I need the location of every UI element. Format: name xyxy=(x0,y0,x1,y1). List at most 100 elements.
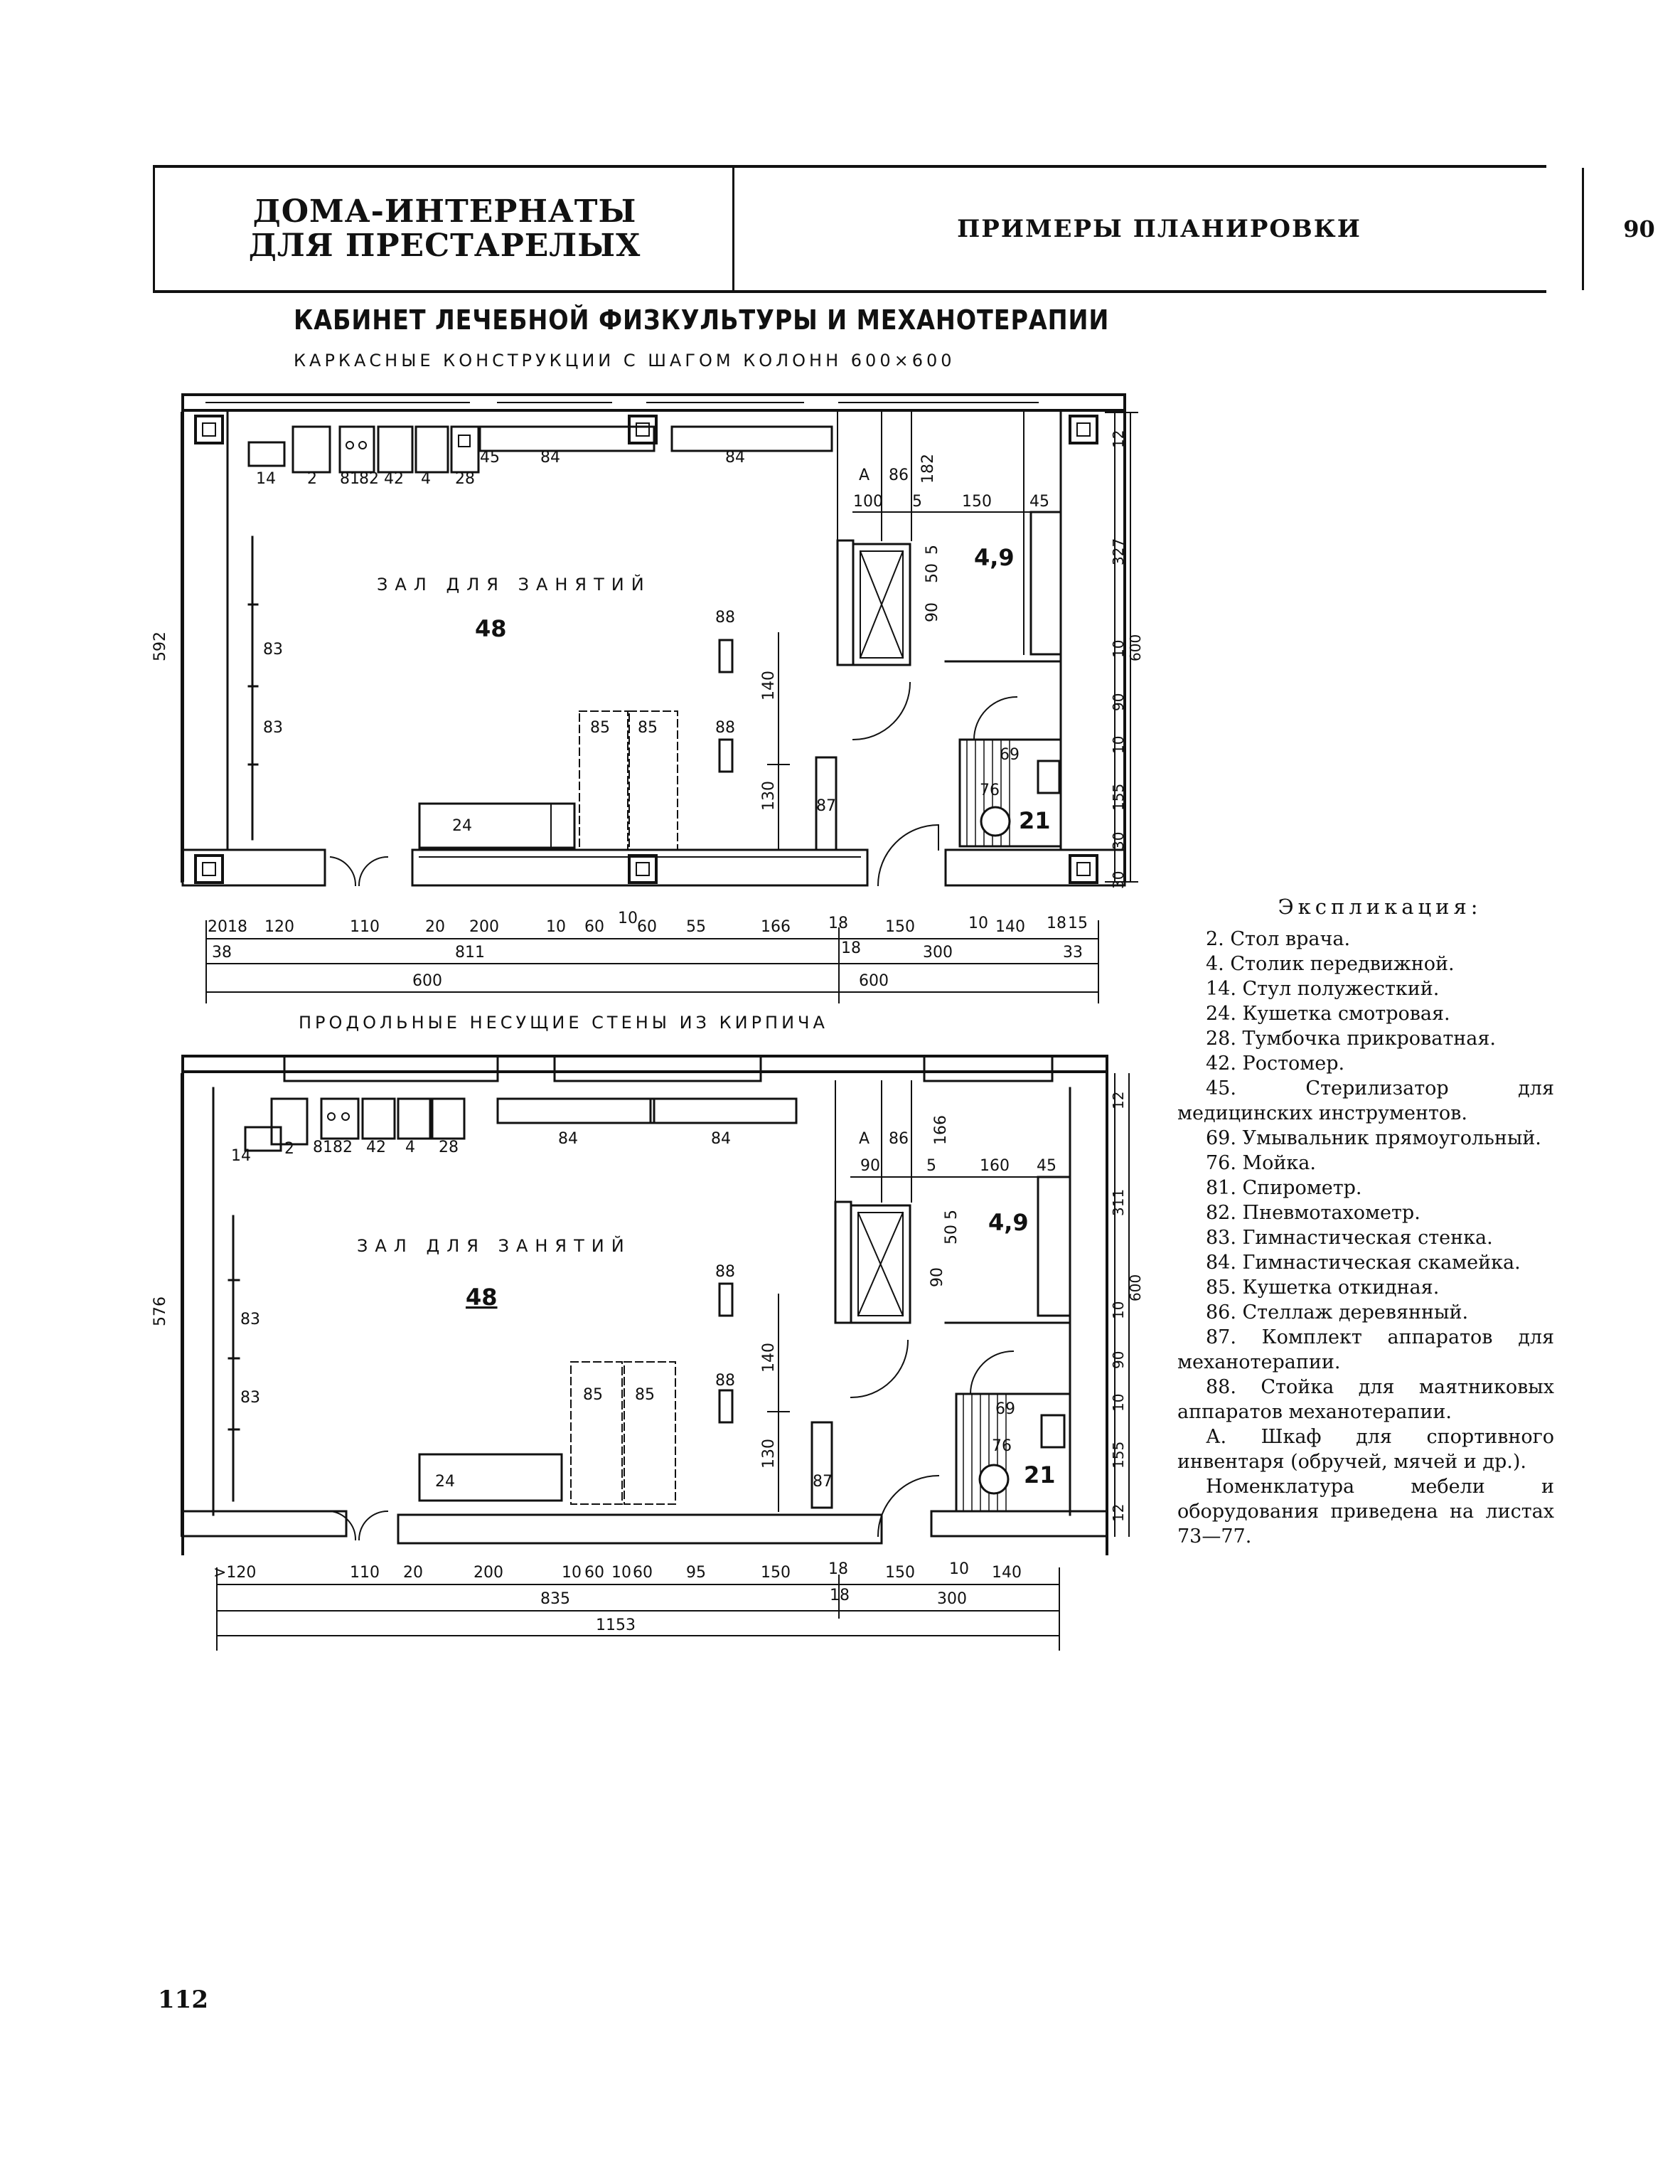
plan2-drawing xyxy=(181,1055,1130,1651)
p1-dim: 10 xyxy=(546,918,566,936)
p2-rdim: 12 xyxy=(1110,1092,1127,1109)
p1-idim: 182 xyxy=(919,454,937,484)
p2-dim: 110 xyxy=(350,1564,380,1582)
p1-label-84b: 84 xyxy=(725,449,745,467)
p1-rdim: 10 xyxy=(1110,640,1127,658)
p2-rdim: 155 xyxy=(1110,1442,1127,1469)
p1-dim: 120 xyxy=(264,918,294,936)
p2-rdim: 10 xyxy=(1110,1394,1127,1412)
p1-label-42: 42 xyxy=(384,470,404,488)
p1-label-76: 76 xyxy=(980,782,1000,799)
page-header: ДОМА-ИНТЕРНАТЫ ДЛЯ ПРЕСТАРЕЛЫХ ПРИМЕРЫ П… xyxy=(153,165,1680,293)
p2-idim: 160 xyxy=(980,1157,1010,1175)
p2-dim: 18 xyxy=(828,1560,848,1578)
p2-rdim: 12 xyxy=(1110,1504,1127,1522)
p2-dim: 10 xyxy=(562,1564,582,1582)
drawing-title: КАБИНЕТ ЛЕЧЕБНОЙ ФИЗКУЛЬТУРЫ И МЕХАНОТЕР… xyxy=(294,304,1110,336)
p1-dim: 20 xyxy=(425,918,445,936)
p2-label-24: 24 xyxy=(435,1473,455,1491)
p2-label-81: 81 xyxy=(313,1139,333,1156)
p2-rdim: 10 xyxy=(1110,1301,1127,1319)
legend-item: Номенклатура мебели и оборудования приве… xyxy=(1177,1476,1554,1548)
legend-item: 2. Стол врача. xyxy=(1206,928,1351,950)
p2-dim: 150 xyxy=(885,1564,915,1582)
p1-dim: 60 xyxy=(584,918,604,936)
p1-dim: 10 xyxy=(968,915,988,932)
sheet-number: 90 xyxy=(1582,168,1680,290)
p2-label-84b: 84 xyxy=(711,1130,731,1148)
p1-hall-number: 48 xyxy=(475,615,507,642)
p1-hall-name: ЗАЛ ДЛЯ ЗАНЯТИЙ xyxy=(377,574,651,595)
p2-label-14: 14 xyxy=(231,1147,251,1165)
p2-idim: 5 xyxy=(943,1210,961,1220)
p2-hall-name: ЗАЛ ДЛЯ ЗАНЯТИЙ xyxy=(357,1235,631,1256)
p2-label-69: 69 xyxy=(995,1400,1015,1418)
p1-label-83b: 83 xyxy=(263,719,283,737)
legend-item: 87. Комплект аппаратов для механотерапии… xyxy=(1177,1326,1554,1373)
section-title-line1: ДОМА-ИНТЕРНАТЫ xyxy=(252,193,637,230)
p1-idim: 45 xyxy=(1029,493,1049,511)
p1-dim: 10 xyxy=(618,910,638,927)
p2-dim: 10 xyxy=(949,1560,969,1578)
p2-idim: 90 xyxy=(860,1157,880,1175)
p2-idim: 5 xyxy=(926,1157,936,1175)
legend-item: 45. Стерилизатор для медицинских инструм… xyxy=(1177,1077,1554,1124)
p1-dim: 18 xyxy=(841,939,861,957)
legend-item: 69. Умывальник прямоугольный. xyxy=(1206,1127,1541,1149)
p2-label-28: 28 xyxy=(439,1139,459,1156)
p2-label-4: 4 xyxy=(405,1139,415,1156)
plan1-drawing xyxy=(181,393,1138,1003)
p2-dim: 140 xyxy=(992,1564,1022,1582)
p2-idim: 130 xyxy=(760,1439,778,1469)
p1-idim: 50 xyxy=(924,563,941,583)
p2-idim: 166 xyxy=(932,1115,950,1145)
p2-room-wc: 21 xyxy=(1024,1461,1056,1488)
p2-idim: 86 xyxy=(889,1130,909,1148)
legend: Экспликация: 2. Стол врача. 4. Столик пе… xyxy=(1177,895,1554,1549)
p1-idim: 140 xyxy=(760,671,778,701)
p1-idim: 5 xyxy=(924,545,941,555)
p2-dim: 150 xyxy=(761,1564,791,1582)
p1-label-85b: 85 xyxy=(638,719,658,737)
p2-label-87: 87 xyxy=(813,1473,833,1491)
p1-label-A: A xyxy=(859,467,870,484)
p1-room-small: 4,9 xyxy=(974,544,1015,571)
p2-rdim: 600 xyxy=(1127,1274,1144,1301)
p1-dim: 110 xyxy=(350,918,380,936)
p2-idim: 90 xyxy=(929,1267,946,1287)
p1-idim: 90 xyxy=(924,602,941,622)
p1-rdim: 327 xyxy=(1110,538,1127,565)
p2-idim: 50 xyxy=(943,1225,961,1245)
legend-item: 42. Ростомер. xyxy=(1206,1053,1345,1075)
p1-label-2: 2 xyxy=(307,470,317,488)
p1-label-88b: 88 xyxy=(715,719,735,737)
legend-item: 88. Стойка для маятниковых аппаратов мех… xyxy=(1177,1376,1554,1423)
p2-label-85a: 85 xyxy=(583,1386,603,1404)
p1-rdim: 90 xyxy=(1110,693,1127,711)
legend-item: 84. Гимнастическая скамейка. xyxy=(1206,1252,1521,1274)
p1-rdim: 10 xyxy=(1110,736,1127,754)
p1-dim: 140 xyxy=(995,918,1025,936)
p1-label-24: 24 xyxy=(452,817,472,835)
p2-dim: 200 xyxy=(473,1564,503,1582)
p2-idim: 45 xyxy=(1037,1157,1056,1175)
p1-dim: 150 xyxy=(885,918,915,936)
p1-dim: 200 xyxy=(469,918,499,936)
p2-rdim: 311 xyxy=(1110,1189,1127,1216)
p2-dim: 60 xyxy=(633,1564,653,1582)
p2-idim: 140 xyxy=(760,1343,778,1373)
p1-dim: 20 xyxy=(208,918,228,936)
p1-rdim: 12 xyxy=(1110,430,1127,448)
p1-label-85a: 85 xyxy=(590,719,610,737)
legend-item: 76. Мойка. xyxy=(1206,1152,1316,1174)
p2-label-42: 42 xyxy=(366,1139,386,1156)
p1-rdim: 155 xyxy=(1110,784,1127,811)
p1-label-81: 81 xyxy=(340,470,360,488)
p1-rdim: 30 xyxy=(1110,871,1127,889)
p2-dim: 18 xyxy=(830,1587,850,1604)
p1-idim: 86 xyxy=(889,467,909,484)
p2-label-85b: 85 xyxy=(635,1386,655,1404)
p1-idim: 100 xyxy=(853,493,883,511)
p2-label-88a: 88 xyxy=(715,1263,735,1281)
p1-left-dim: 592 xyxy=(151,632,169,661)
